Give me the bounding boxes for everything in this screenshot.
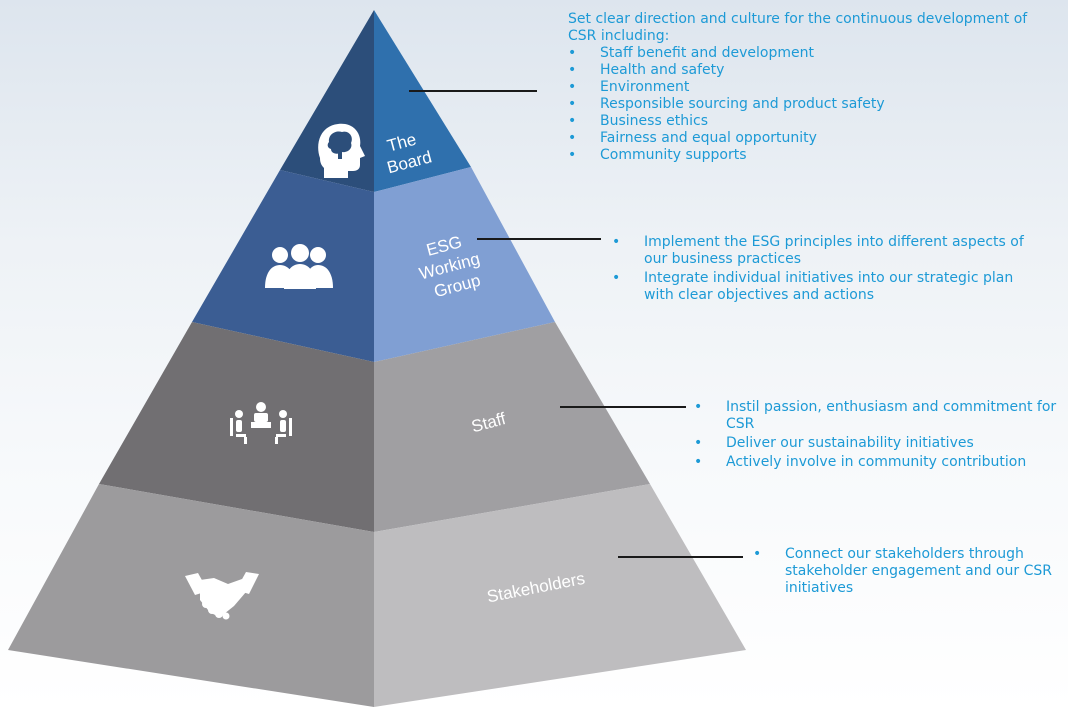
stakeholders-description: Connect our stakeholders through stakeho… bbox=[753, 546, 1053, 597]
board-description-intro: Set clear direction and culture for the … bbox=[568, 11, 1028, 44]
staff-right-face bbox=[374, 322, 650, 532]
staff-description-list: Instil passion, enthusiasm and commitmen… bbox=[694, 399, 1066, 471]
layer-esg-working-group: ESG Working Group bbox=[192, 167, 555, 362]
board-description: Set clear direction and culture for the … bbox=[568, 11, 1038, 164]
esg-label: ESG Working Group bbox=[412, 228, 492, 304]
board-item-environment: Environment bbox=[568, 79, 1038, 96]
board-item-fairness: Fairness and equal opportunity bbox=[568, 130, 1038, 147]
stakeholders-item-connect: Connect our stakeholders through stakeho… bbox=[753, 546, 1053, 597]
esg-right-face bbox=[374, 167, 555, 362]
meeting-table-icon bbox=[230, 402, 292, 444]
staff-item-involve: Actively involve in community contributi… bbox=[694, 454, 1066, 471]
board-item-community: Community supports bbox=[568, 147, 1038, 164]
layer-stakeholders: Stakeholders bbox=[8, 484, 746, 707]
stakeholders-left-face bbox=[8, 484, 374, 707]
board-item-staff-benefit: Staff benefit and development bbox=[568, 45, 1038, 62]
group-people-icon bbox=[265, 244, 333, 289]
esg-description: Implement the ESG principles into differ… bbox=[612, 234, 1042, 306]
layer-the-board: The Board bbox=[280, 10, 471, 192]
handshake-icon bbox=[185, 572, 259, 620]
esg-item-integrate: Integrate individual initiatives into ou… bbox=[612, 270, 1042, 304]
board-item-business-ethics: Business ethics bbox=[568, 113, 1038, 130]
stakeholders-description-list: Connect our stakeholders through stakeho… bbox=[753, 546, 1053, 597]
staff-item-deliver: Deliver our sustainability initiatives bbox=[694, 435, 1066, 452]
board-item-health-safety: Health and safety bbox=[568, 62, 1038, 79]
board-item-responsible-sourcing: Responsible sourcing and product safety bbox=[568, 96, 1038, 113]
board-description-list: Staff benefit and development Health and… bbox=[568, 45, 1038, 164]
stakeholders-right-face bbox=[374, 484, 746, 707]
staff-item-instil: Instil passion, enthusiasm and commitmen… bbox=[694, 399, 1066, 433]
brain-head-icon bbox=[318, 123, 365, 178]
layer-staff: Staff bbox=[99, 322, 650, 532]
esg-item-implement: Implement the ESG principles into differ… bbox=[612, 234, 1042, 268]
esg-description-list: Implement the ESG principles into differ… bbox=[612, 234, 1042, 304]
staff-description: Instil passion, enthusiasm and commitmen… bbox=[694, 399, 1066, 473]
board-right-face bbox=[374, 10, 471, 192]
